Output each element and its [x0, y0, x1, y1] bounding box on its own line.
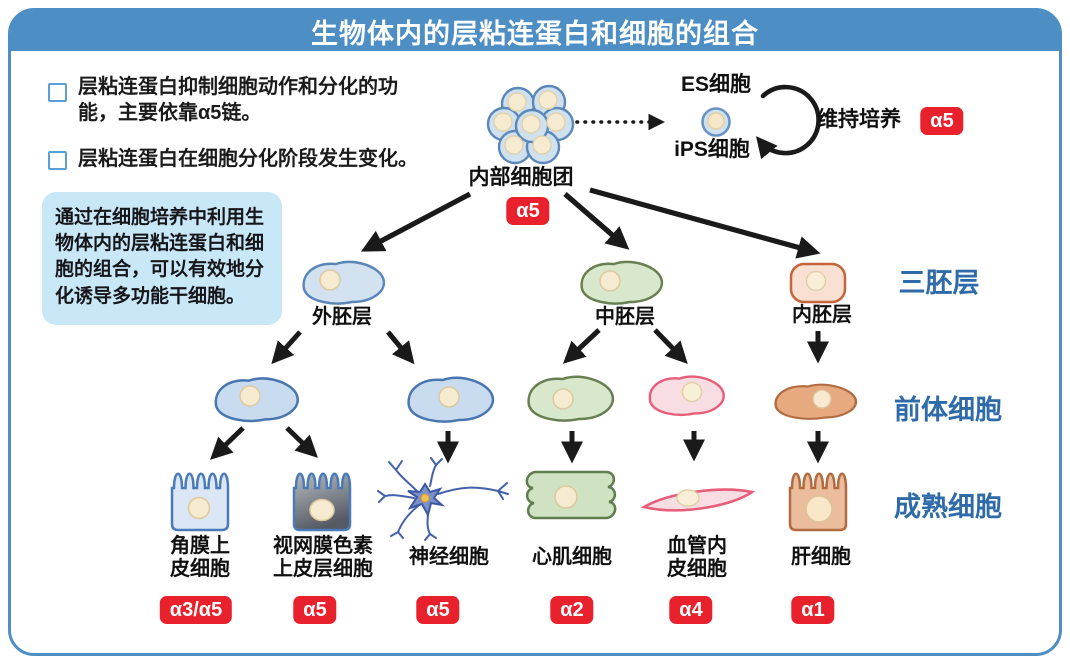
retinal-pigment-epithelial-cell-icon: [292, 472, 352, 532]
bullet-text-2: 层粘连蛋白在细胞分化阶段发生变化。: [78, 148, 418, 170]
checkbox-bullet-icon: [48, 83, 67, 102]
maintenance-culture-badge: α5: [920, 107, 964, 135]
corneal-epithelial-badge: α3/α5: [159, 596, 233, 624]
hepatocyte-icon: [788, 472, 848, 532]
nucleus-icon: [552, 388, 574, 410]
nucleus-icon: [812, 389, 832, 409]
stem-cell-icon: [701, 107, 731, 137]
inner-cell-mass-icon: [486, 84, 575, 165]
nucleus-icon: [319, 269, 341, 291]
title-bar: 生物体内的层粘连蛋白和细胞的组合: [11, 11, 1059, 51]
page-title: 生物体内的层粘连蛋白和细胞的组合: [311, 18, 759, 49]
mesoderm-label: 中胚层: [595, 306, 655, 328]
neuron-icon: [377, 457, 509, 541]
cardiomyocyte-icon: [525, 470, 617, 520]
nucleus-icon: [239, 385, 261, 407]
ectoderm-cell-icon: [302, 260, 386, 305]
stage-label-precursor-cells: 前体细胞: [894, 395, 1002, 425]
stage-label-germ-layers: 三胚层: [898, 268, 980, 298]
neuron-badge: α5: [416, 596, 460, 624]
corneal-epithelial-cell-icon: [170, 472, 230, 532]
maintenance-loop-arrow-icon: [755, 84, 821, 160]
vascular-endothelial-badge: α4: [669, 596, 713, 624]
corneal-epithelial-label: 角膜上 皮细胞: [170, 535, 230, 580]
inner-cell-mass-label: 内部细胞团: [468, 166, 574, 189]
note-box: 通过在细胞培养中利用生物体内的层粘连蛋白和细胞的组合，可以有效地分化诱导多功能干…: [42, 192, 282, 325]
endoderm-label: 内胚层: [792, 304, 852, 326]
maintenance-culture-label: 维持培养: [817, 108, 901, 131]
cardiomyocyte-badge: α2: [550, 596, 594, 624]
vascular-endothelial-label: 血管内 皮细胞: [667, 535, 727, 580]
differentiation-arrows-mid: [271, 328, 830, 365]
endoderm-cell-icon: [789, 262, 847, 304]
nucleus-icon: [438, 386, 460, 408]
differentiation-arrows-top: [360, 187, 821, 259]
retinal-pigment-label: 视网膜色素 上皮层细胞: [273, 535, 373, 580]
ips-cell-label: iPS细胞: [674, 138, 750, 161]
hepatocyte-badge: α1: [791, 596, 835, 624]
inner-cell-mass-badge: α5: [506, 197, 550, 225]
hepatocyte-label: 肝细胞: [791, 546, 851, 568]
es-cell-label: ES细胞: [680, 73, 752, 96]
cardiomyocyte-label: 心肌细胞: [532, 546, 612, 568]
vascular-endothelial-cell-icon: [642, 488, 754, 512]
differentiation-arrows-bottom: [210, 426, 830, 464]
retinal-pigment-badge: α5: [293, 596, 337, 624]
nucleus-icon: [599, 270, 621, 292]
ectoderm-label: 外胚层: [312, 306, 372, 328]
neuron-label: 神经细胞: [409, 546, 489, 568]
checkbox-bullet-icon: [48, 151, 67, 170]
nucleus-icon: [681, 381, 703, 403]
bullet-text-1: 层粘连蛋白抑制细胞动作和分化的功能，主要依靠α5链。: [78, 76, 398, 124]
stage-label-mature-cells: 成熟细胞: [894, 492, 1002, 522]
mesoderm-cell-icon: [580, 260, 664, 305]
